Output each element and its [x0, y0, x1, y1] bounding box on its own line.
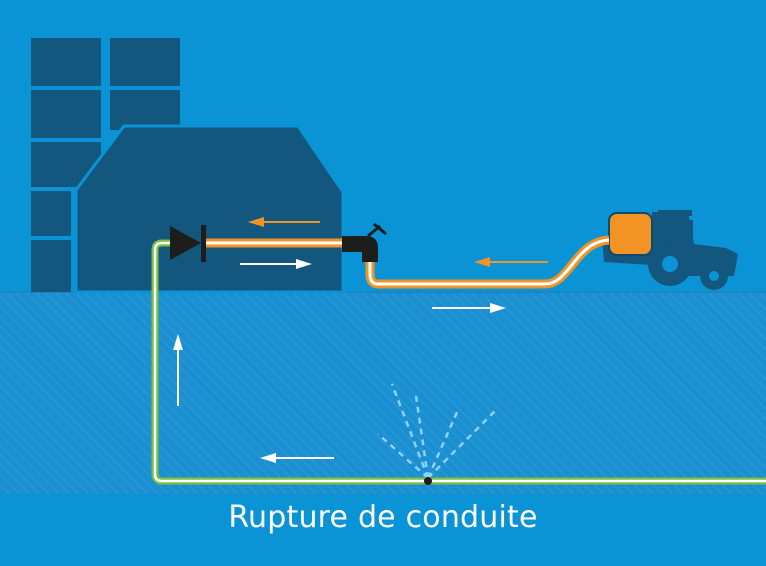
- tank-tractor-icon: [602, 210, 738, 290]
- white-arrow-right-ground: [432, 303, 506, 313]
- pipe-burst-spray-icon: [377, 383, 499, 479]
- hydrant-tap-icon: [342, 222, 387, 262]
- backflow-check-valve-icon: [170, 225, 206, 262]
- ground: [0, 292, 766, 494]
- white-arrow-left-bottom: [260, 453, 334, 463]
- clean-water-main: [151, 239, 766, 485]
- pipe-burst-point: [424, 477, 432, 485]
- white-arrow-up: [173, 334, 183, 406]
- diagram-caption: Rupture de conduite: [228, 500, 538, 535]
- contaminated-pipe: [205, 235, 610, 289]
- flow-arrows: [173, 217, 548, 463]
- orange-arrow-left-top: [248, 217, 320, 227]
- orange-arrow-left-mid: [474, 257, 548, 267]
- white-arrow-right-top: [240, 259, 312, 269]
- building-icon: [31, 38, 345, 294]
